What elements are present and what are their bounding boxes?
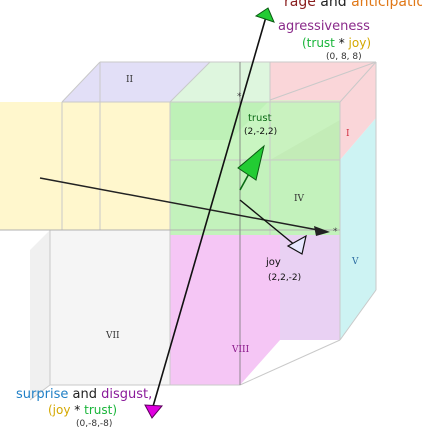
joy-vector-line [239, 199, 297, 247]
joy-vector-label: joy [266, 257, 281, 268]
octant-viii-face [170, 235, 280, 385]
octant-vii-label: VII [106, 331, 120, 341]
top-formula-joy: joy) [348, 36, 372, 50]
bottom-formula-trust: trust) [84, 403, 118, 417]
octant-viii-label: VIII [232, 345, 250, 355]
joy-vector-coords: (2,2,-2) [268, 273, 302, 283]
octant-ii-face [62, 62, 210, 102]
octant-iv-top-face [170, 100, 340, 160]
bottom-formula-op: * [74, 403, 81, 417]
bottom-formula-joy: (joy [48, 403, 71, 417]
trust-arrowhead [237, 144, 265, 181]
axis-tick-mark: * [237, 92, 242, 102]
trust-vector-label: trust [248, 113, 272, 124]
octant-vii-side-face [30, 230, 50, 400]
bottom-magenta-arrowhead [144, 404, 164, 419]
and-label-bottom: and [72, 387, 97, 402]
octant-i-label: I [346, 129, 350, 139]
octant-vii-face [50, 230, 170, 385]
bottom-emotion-title: surprise and disgust, [16, 388, 152, 401]
octant-v-face [340, 118, 376, 340]
trust-vector-coords: (2,-2,2) [244, 127, 278, 137]
joy-arrowhead [286, 234, 307, 255]
top-green-arrowhead [254, 7, 275, 23]
octant-viii-right-face [280, 235, 340, 340]
top-formula: (trust * joy) [302, 37, 371, 49]
agressiveness-label: agressiveness [278, 19, 370, 34]
axis-tick-mark-right: * [333, 227, 338, 237]
octant-v-label: V [352, 257, 359, 267]
rage-label: rage [284, 0, 316, 10]
top-formula-trust: (trust [302, 36, 335, 50]
disgust-label: disgust, [101, 387, 153, 402]
black-diagonal-arrow [39, 177, 319, 231]
top-emotion-title: rage and anticipation [284, 0, 422, 9]
bottom-coords: (0,-8,-8) [76, 419, 113, 429]
black-arrowhead [314, 226, 330, 236]
bottom-formula: (joy * trust) [48, 404, 117, 416]
main-vector-line [151, 9, 269, 411]
anticipation-label: anticipation [351, 0, 422, 10]
top-coords: (0, 8, 8) [326, 52, 362, 62]
octant-iv-label: IV [294, 194, 305, 204]
top-formula-op: * [338, 36, 345, 50]
octant-ii-label: II [126, 75, 134, 85]
and-label: and [320, 0, 347, 10]
surprise-label: surprise [16, 387, 69, 402]
octant-left-yellow-face [0, 102, 170, 230]
